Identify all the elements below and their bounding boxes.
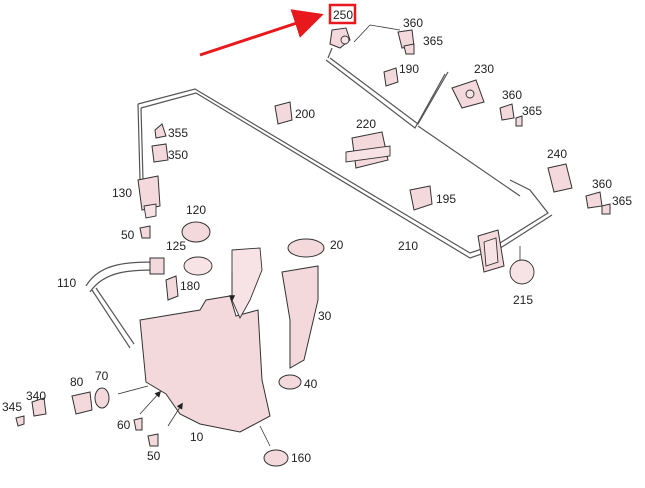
seal-125 (183, 256, 213, 276)
label-20[interactable]: 20 (330, 238, 344, 252)
label-350[interactable]: 350 (168, 148, 188, 162)
label-130[interactable]: 130 (112, 186, 132, 200)
label-215[interactable]: 215 (513, 293, 533, 307)
label-360-right[interactable]: 360 (592, 177, 612, 191)
cap-355 (154, 123, 167, 139)
label-360-mid[interactable]: 360 (502, 88, 522, 102)
label-50-top[interactable]: 50 (121, 228, 135, 242)
label-110[interactable]: 110 (57, 276, 76, 290)
clip-190 (383, 67, 399, 87)
label-50-bottom[interactable]: 50 (147, 449, 161, 463)
label-210[interactable]: 210 (398, 239, 418, 253)
bolt-60 (133, 417, 143, 431)
highlight-box (328, 3, 357, 25)
clip-340 (31, 397, 47, 417)
label-120[interactable]: 120 (186, 203, 206, 217)
cap-120 (181, 221, 211, 243)
pump-80 (71, 391, 93, 415)
cap-345 (15, 415, 25, 427)
label-340[interactable]: 340 (26, 389, 46, 403)
label-30[interactable]: 30 (318, 309, 332, 323)
label-360-top[interactable]: 360 (403, 16, 423, 30)
clip-180 (165, 275, 179, 301)
label-365-top[interactable]: 365 (423, 34, 443, 48)
label-345[interactable]: 345 (2, 400, 22, 414)
nozzle-240 (547, 163, 573, 193)
label-250[interactable]: 250 (333, 8, 353, 22)
label-60[interactable]: 60 (117, 418, 131, 432)
label-40[interactable]: 40 (304, 377, 318, 391)
clip-195 (409, 185, 433, 211)
label-355[interactable]: 355 (168, 126, 188, 140)
bolt-50-top (139, 225, 151, 239)
label-365-right[interactable]: 365 (612, 194, 632, 208)
washer-tank-10 (139, 247, 271, 433)
label-200[interactable]: 200 (295, 107, 315, 121)
label-220[interactable]: 220 (356, 117, 376, 131)
grommet-215 (477, 229, 535, 285)
label-230[interactable]: 230 (474, 62, 494, 76)
label-160[interactable]: 160 (291, 451, 311, 465)
label-365-mid[interactable]: 365 (522, 104, 542, 118)
cap-20 (287, 238, 325, 258)
cap-365-top (403, 43, 415, 55)
hose-110 (85, 257, 165, 349)
holder-220 (345, 131, 391, 169)
label-190[interactable]: 190 (399, 62, 419, 76)
plug-350 (151, 143, 169, 163)
highlight-arrow (199, 9, 324, 57)
label-240[interactable]: 240 (547, 147, 567, 161)
bracket-230 (451, 79, 485, 109)
filler-neck-30 (281, 265, 319, 369)
label-125[interactable]: 125 (166, 239, 186, 253)
grommet-40 (278, 374, 302, 390)
nozzle-250 (329, 27, 351, 49)
seal-70 (94, 387, 110, 409)
label-195[interactable]: 195 (436, 192, 456, 206)
label-10[interactable]: 10 (190, 430, 204, 444)
level-sensor-160 (259, 425, 289, 467)
bolt-50-bottom (147, 433, 159, 447)
label-70[interactable]: 70 (95, 369, 109, 383)
label-180[interactable]: 180 (180, 279, 200, 293)
label-80[interactable]: 80 (70, 375, 84, 389)
clip-200 (274, 101, 293, 125)
pump-130 (137, 175, 161, 219)
